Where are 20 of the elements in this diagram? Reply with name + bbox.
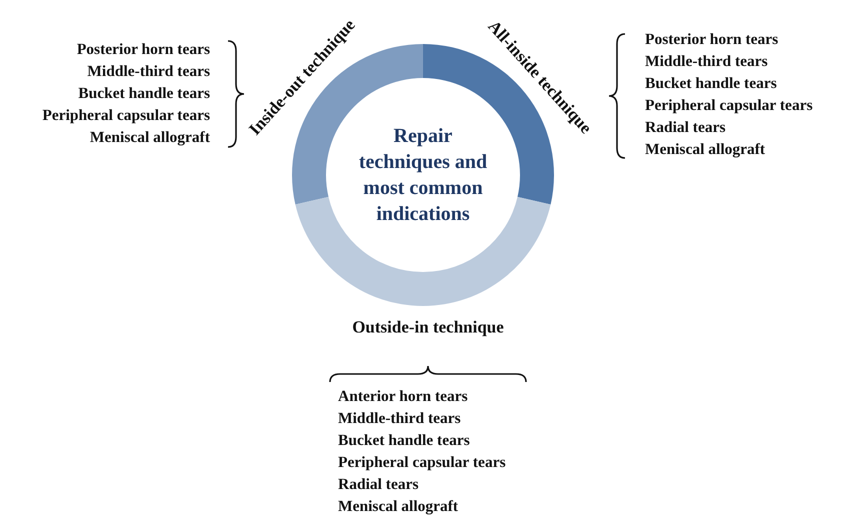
indication-item: Meniscal allograft: [90, 128, 210, 147]
indication-item: Posterior horn tears: [76, 40, 210, 59]
center-title: Repair techniques and most common indications: [358, 124, 488, 227]
indication-item: Posterior horn tears: [645, 30, 778, 49]
indication-item: Peripheral capsular tears: [645, 96, 813, 115]
indication-item: Peripheral capsular tears: [338, 453, 506, 472]
technique-heading: Outside-in technique: [352, 318, 504, 336]
indication-item: Middle-third tears: [87, 62, 210, 81]
indication-item: Bucket handle tears: [645, 74, 777, 93]
indication-item: Meniscal allograft: [338, 497, 458, 516]
indication-item: Meniscal allograft: [645, 140, 766, 159]
indication-item: Middle-third tears: [338, 409, 461, 428]
indication-item: Bucket handle tears: [338, 431, 470, 450]
indication-item: Radial tears: [338, 475, 419, 494]
indication-item: Peripheral capsular tears: [42, 106, 210, 125]
ring-segment: [295, 196, 551, 306]
indication-item: Radial tears: [645, 118, 726, 137]
indication-item: Anterior horn tears: [338, 387, 468, 406]
indication-item: Bucket handle tears: [78, 84, 210, 103]
indication-item: Middle-third tears: [645, 52, 768, 71]
